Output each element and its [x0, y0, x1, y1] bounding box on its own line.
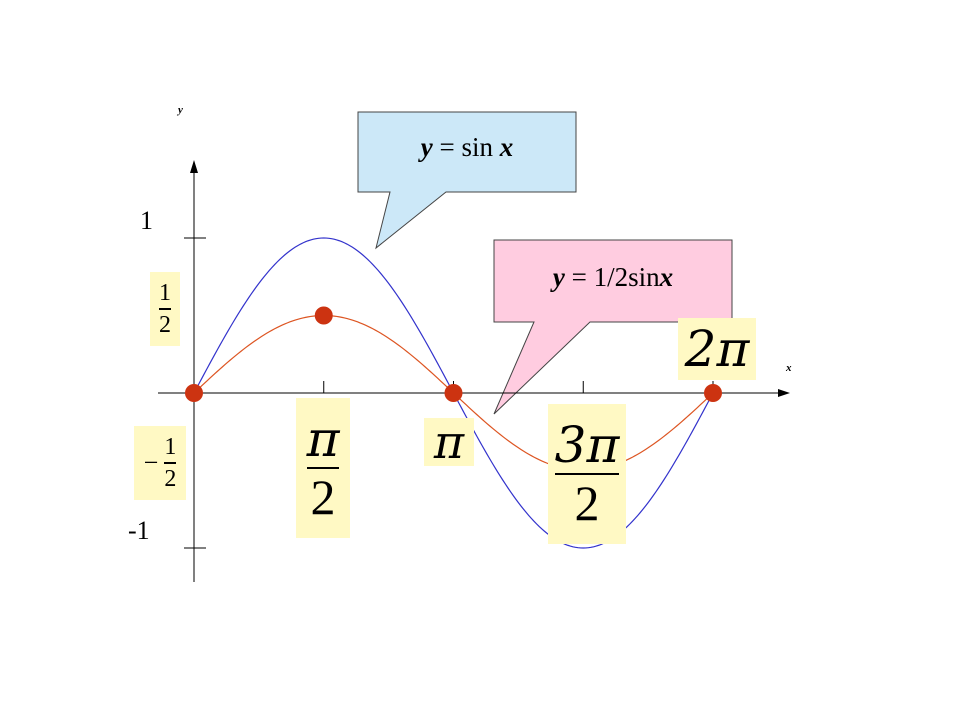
callout-var-y: y — [552, 262, 565, 292]
frac-denominator: 2 — [310, 469, 336, 525]
x-axis-arrow-icon — [778, 389, 790, 397]
y-label-neg-half: − 1 2 — [134, 426, 186, 500]
y-label-half: 1 2 — [150, 272, 180, 346]
frac-numerator: π — [306, 410, 340, 468]
x-axis-label: x — [786, 362, 792, 374]
frac-numerator: 1 — [159, 280, 171, 306]
frac-denominator: 2 — [159, 312, 171, 338]
frac-numerator: 1 — [164, 434, 177, 460]
x-label-half-pi: π 2 — [296, 398, 350, 538]
key-point — [314, 306, 333, 325]
y-axis-label: y — [178, 104, 183, 116]
callout-bubble-sin — [357, 111, 577, 250]
y-tick-label-minus-1: -1 — [128, 516, 150, 545]
callout-var-y: y — [420, 132, 433, 162]
x-label-three-half-pi: 3π 2 — [548, 404, 626, 544]
callout-var-x: x — [659, 262, 674, 292]
frac-denominator: 2 — [574, 475, 600, 531]
y-axis-arrow-icon — [190, 160, 198, 173]
two-pi-label-text: 2π — [684, 320, 750, 378]
frac-denominator: 2 — [164, 466, 177, 492]
callout-mid: = 1/2sin — [564, 262, 660, 292]
frac-numerator: 3π — [554, 416, 620, 474]
callout-mid: = sin — [432, 132, 500, 162]
callout-text-half-sin: y = 1/2sinx — [494, 262, 732, 293]
callout-var-x: x — [499, 132, 514, 162]
callout-text-sin: y = sin x — [358, 132, 576, 163]
x-label-two-pi: 2π — [678, 318, 756, 380]
y-tick-label-1: 1 — [140, 206, 153, 235]
key-point — [185, 384, 203, 402]
callout-bubble-half-sin — [493, 239, 733, 415]
key-point — [704, 384, 722, 402]
minus-sign: − — [143, 448, 159, 477]
x-label-pi: π — [424, 415, 474, 469]
key-point — [444, 384, 463, 402]
pi-label-text: π — [433, 415, 465, 469]
